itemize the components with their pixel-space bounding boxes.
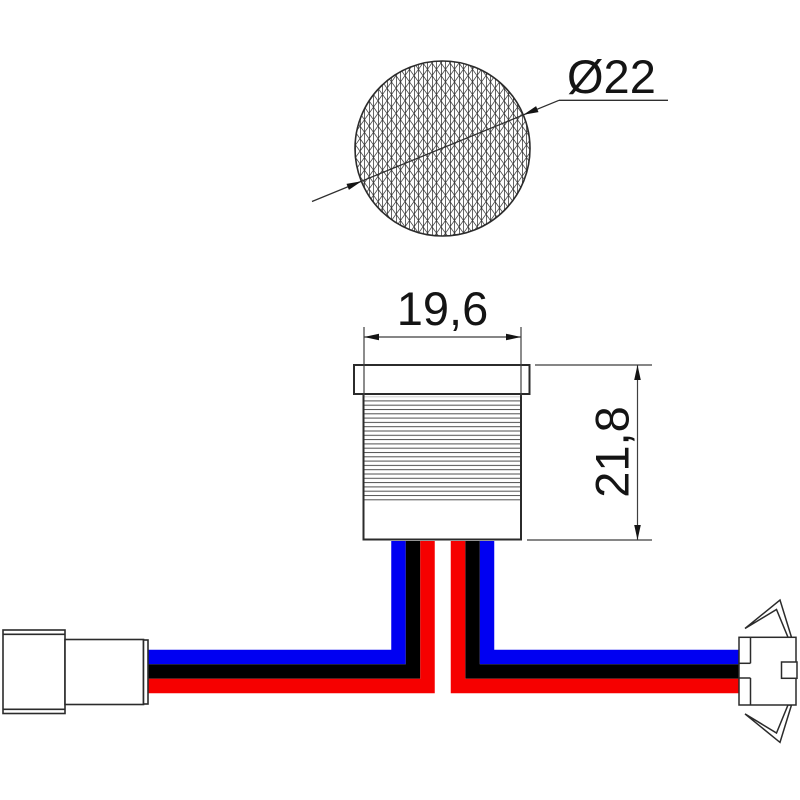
height-arrow-bottom <box>634 525 641 540</box>
width-arrow-left <box>364 333 379 341</box>
diameter-label: Ø22 <box>567 50 656 103</box>
diameter-arrow-upper-right <box>523 106 539 115</box>
wire-red-right <box>450 541 739 694</box>
wire-blue-left <box>148 541 406 665</box>
latch-wing-bottom <box>744 704 793 744</box>
wire-black-right <box>465 541 739 679</box>
latch-wing-top <box>744 598 793 639</box>
sensor-thread-lines <box>364 396 520 503</box>
left-connector-housing <box>2 629 66 715</box>
left-connector <box>2 629 149 715</box>
wire-red-left <box>148 541 435 694</box>
top-view: Ø22 <box>311 50 668 237</box>
wire-black-left <box>148 541 421 679</box>
sensor-flange <box>353 364 531 395</box>
wire-harness <box>148 541 739 694</box>
side-view <box>353 364 531 541</box>
diameter-dimension: Ø22 <box>311 50 668 203</box>
right-connector-latch-slot <box>780 661 798 680</box>
left-connector-plug <box>64 638 145 706</box>
width-label: 19,6 <box>397 282 488 335</box>
height-dimension: 21,8 <box>527 364 652 541</box>
width-arrow-right <box>506 333 521 341</box>
diameter-arrow-lower-left <box>346 181 362 190</box>
left-connector-collar <box>142 639 149 705</box>
height-label: 21,8 <box>586 406 639 497</box>
wire-blue-right <box>479 541 739 665</box>
width-dimension: 19,6 <box>363 282 522 397</box>
right-connector <box>738 598 798 744</box>
height-arrow-top <box>634 365 641 380</box>
